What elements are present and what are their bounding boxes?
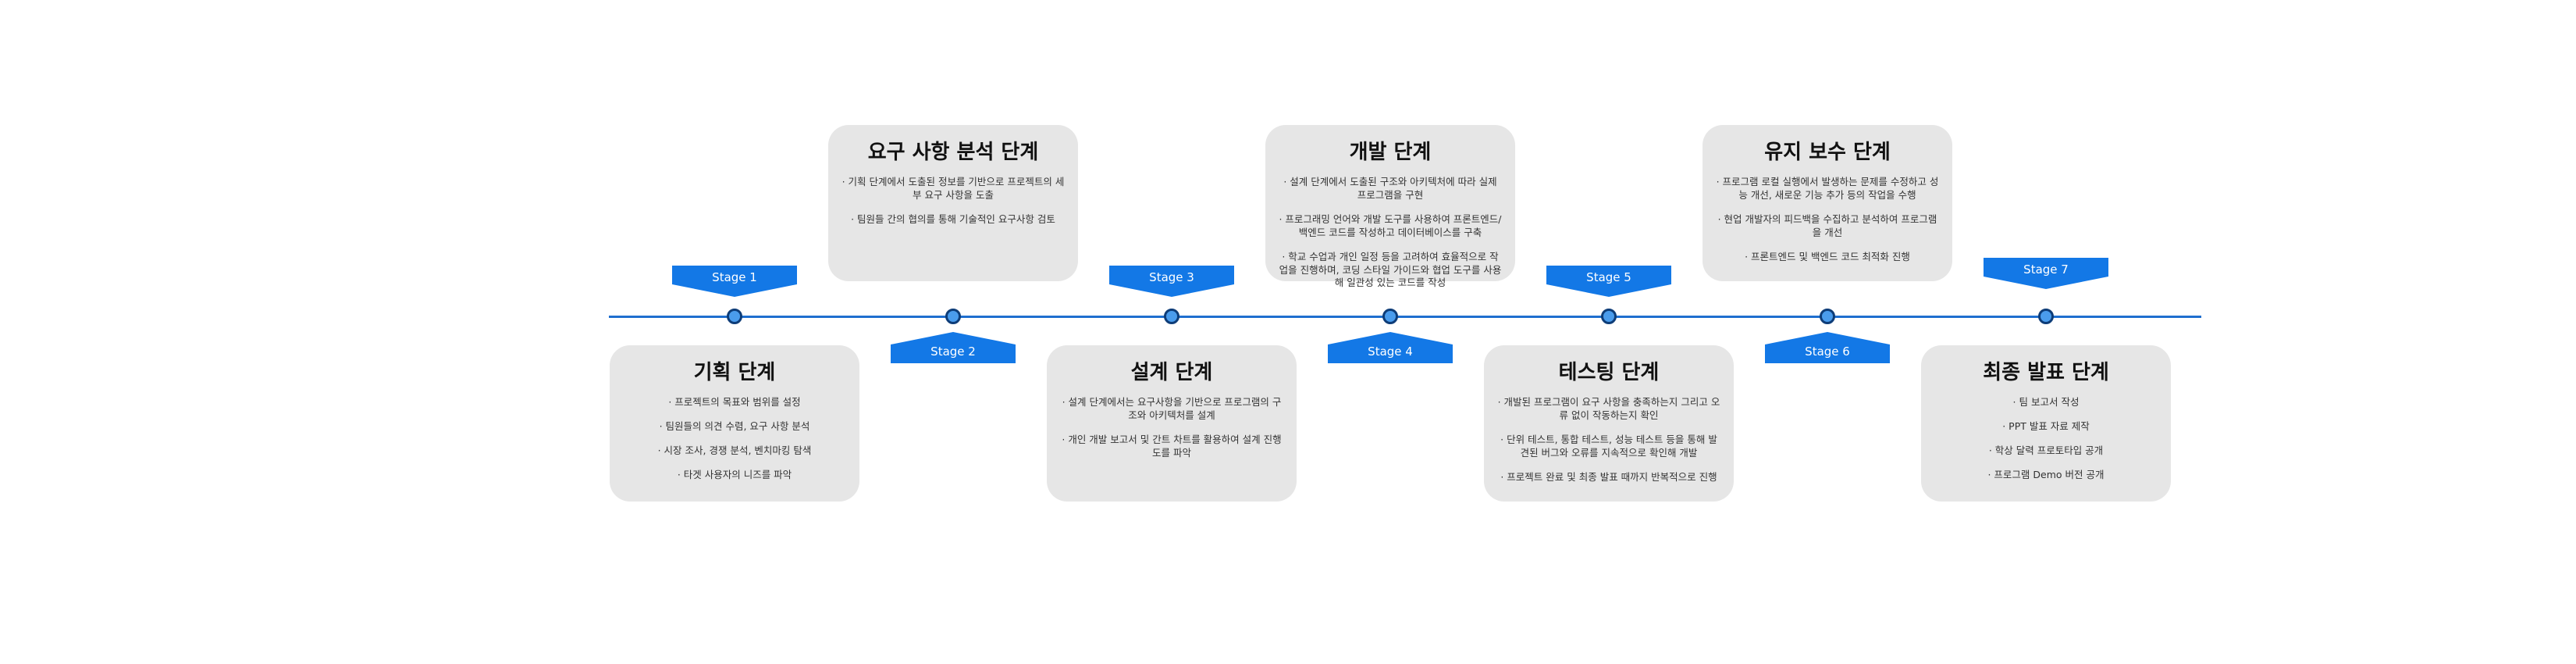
stage-tag-label: Stage 6 [1805,344,1850,359]
stage-3-tag: Stage 3 [1109,266,1234,297]
stage-tag-label: Stage 1 [712,270,757,284]
stage-item: · 학상 달력 프로토타입 공개 [1988,444,2104,456]
stage-tag-label: Stage 2 [930,344,976,359]
stage-item: · 개인 개발 보고서 및 간트 차트를 활용하여 설계 진행도를 파악 [1062,433,1282,459]
stage-item: · 타겟 사용자의 니즈를 파악 [677,468,792,480]
stage-6-marker [1820,309,1835,324]
stage-item-list: · 기획 단계에서 도출된 정보를 기반으로 프로젝트의 세부 요구 사항을 도… [841,176,1066,227]
stage-1-card: 기획 단계 · 프로젝트의 목표와 범위를 설정 · 팀원들의 의견 수렴, 요구 … [610,345,859,502]
stage-item-list: · 프로젝트의 목표와 범위를 설정 · 팀원들의 의견 수렴, 요구 사항 분석… [622,396,847,482]
stage-tag-label: Stage 4 [1368,344,1413,359]
stage-7-tag: Stage 7 [1984,258,2108,289]
stage-5-card: 테스팅 단계 · 개발된 프로그램이 요구 사항을 충족하는지 그리고 오류 없이… [1484,345,1734,502]
stage-1-marker [727,309,742,324]
timeline-line [609,316,2201,318]
stage-item: · 프로그램 로컬 실행에서 발생하는 문제를 수정하고 성능 개선, 새로운 … [1716,176,1939,202]
stage-6-tag: Stage 6 [1765,332,1890,363]
stage-item: · 프로젝트 완료 및 최종 발표 때까지 반복적으로 진행 [1500,470,1717,483]
stage-2-marker [945,309,961,324]
stage-tag-label: Stage 5 [1586,270,1631,284]
stage-item: · 학교 수업과 개인 일정 등을 고려하여 효율적으로 작업을 진행하며, 코… [1279,250,1502,289]
stage-4-marker [1382,309,1398,324]
stage-item: · 프로젝트의 목표와 범위를 설정 [668,396,801,409]
stage-3-marker [1164,309,1179,324]
stage-item: · 단위 테스트, 통합 테스트, 성능 테스트 등을 통해 발견된 버그와 오… [1500,433,1717,459]
stage-7-marker [2038,309,2054,324]
stage-item-list: · 프로그램 로컬 실행에서 발생하는 문제를 수정하고 성능 개선, 새로운 … [1715,176,1940,263]
stage-title: 유지 보수 단계 [1764,141,1891,164]
stage-item: · PPT 발표 자료 제작 [2002,420,2090,433]
stage-item: · 프로그래밍 언어와 개발 도구를 사용하여 프론트엔드/백엔드 코드를 작성… [1279,212,1502,238]
stage-6-card: 유지 보수 단계 · 프로그램 로컬 실행에서 발생하는 문제를 수정하고 성능 … [1703,125,1952,281]
stage-3-card: 설계 단계 · 설계 단계에서는 요구사항을 기반으로 프로그램의 구조와 아키텍… [1047,345,1297,502]
stage-item: · 팀원들 간의 협의를 통해 기술적인 요구사항 검토 [851,212,1055,225]
stage-4-tag: Stage 4 [1328,332,1453,363]
stage-7-card: 최종 발표 단계 · 팀 보고서 작성 · PPT 발표 자료 제작 · 학상 달력 … [1921,345,2171,502]
stage-4-card: 개발 단계 · 설계 단계에서 도출된 구조와 아키텍처에 따라 실제 프로그램을… [1265,125,1515,288]
stage-item: · 팀 보고서 작성 [2012,396,2080,409]
stage-item: · 현업 개발자의 피드백을 수집하고 분석하여 프로그램을 개선 [1717,212,1937,238]
stage-item-list: · 설계 단계에서 도출된 구조와 아키텍처에 따라 실제 프로그램을 구현 · … [1278,176,1503,290]
stage-item: · 팀원들의 의견 수렴, 요구 사항 분석 [659,420,810,433]
stage-item-list: · 팀 보고서 작성 · PPT 발표 자료 제작 · 학상 달력 프로토타입 공개… [1934,396,2158,482]
stage-item: · 개발된 프로그램이 요구 사항을 충족하는지 그리고 오류 없이 작동하는지… [1497,396,1720,422]
stage-title: 요구 사항 분석 단계 [867,141,1039,164]
stage-1-tag: Stage 1 [672,266,797,297]
stage-item: · 설계 단계에서는 요구사항을 기반으로 프로그램의 구조와 아키텍처를 설계 [1062,396,1282,422]
stage-item: · 설계 단계에서 도출된 구조와 아키텍처에 따라 실제 프로그램을 구현 [1283,176,1497,202]
stage-5-tag: Stage 5 [1546,266,1671,297]
stage-5-marker [1601,309,1617,324]
stage-title: 최종 발표 단계 [1983,361,2109,384]
stage-title: 기획 단계 [693,361,776,384]
stage-2-card: 요구 사항 분석 단계 · 기획 단계에서 도출된 정보를 기반으로 프로젝트의 … [828,125,1078,281]
stage-item: · 시장 조사, 경쟁 분석, 벤치마킹 탐색 [657,444,812,456]
stage-item-list: · 개발된 프로그램이 요구 사항을 충족하는지 그리고 오류 없이 작동하는지… [1496,396,1721,484]
stage-item-list: · 설계 단계에서는 요구사항을 기반으로 프로그램의 구조와 아키텍처를 설계… [1059,396,1284,460]
stage-2-tag: Stage 2 [891,332,1016,363]
stage-item: · 프로그램 Demo 버전 공개 [1987,468,2105,480]
stage-item: · 프론트엔드 및 백엔드 코드 최적화 진행 [1745,250,1910,262]
stage-item: · 기획 단계에서 도출된 정보를 기반으로 프로젝트의 세부 요구 사항을 도… [841,176,1065,202]
stage-tag-label: Stage 7 [2023,262,2069,277]
stage-tag-label: Stage 3 [1149,270,1194,284]
stage-title: 개발 단계 [1349,141,1432,164]
stage-title: 설계 단계 [1130,361,1213,384]
stage-title: 테스팅 단계 [1558,361,1660,384]
